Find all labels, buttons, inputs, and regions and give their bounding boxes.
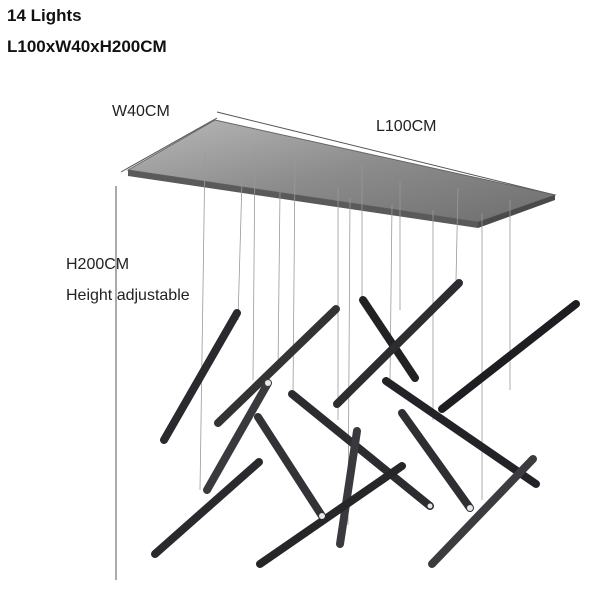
rod-highlights [265,380,473,519]
canopy [126,119,557,228]
light-rod [254,413,326,520]
light-rod [256,462,406,568]
light-rod [151,458,263,558]
product-light-count: 14 Lights [7,6,82,25]
light-rod [160,309,241,444]
width-label: W40CM [112,103,170,120]
width-dimension-line [120,117,218,173]
suspension-wires [199,149,511,526]
light-rod [398,409,474,512]
light-rod [203,379,272,494]
length-label: L100CM [376,118,437,135]
light-rod [288,390,434,510]
light-rod [214,305,340,427]
length-dimension-line [216,111,556,196]
light-rod [359,296,419,382]
light-rod [336,427,361,548]
light-rod [438,300,580,413]
dimension-lines [115,111,556,580]
product-dimensions: L100xW40xH200CM [7,37,167,56]
light-rod [333,279,463,408]
light-rod [428,455,537,568]
height-label: H200CM [66,256,130,273]
light-rods [151,279,580,568]
light-rod [382,377,540,488]
height-adjustable-label: Height adjustable [66,287,190,304]
